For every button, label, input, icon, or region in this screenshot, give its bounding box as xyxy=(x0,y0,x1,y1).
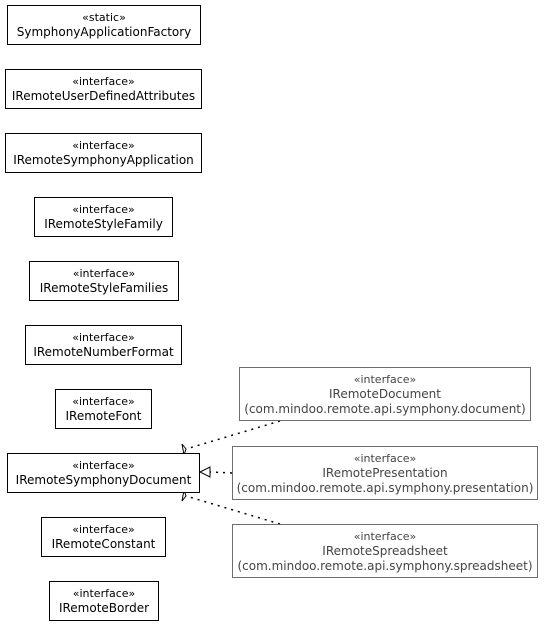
class-stereotype: «interface» xyxy=(72,139,135,152)
class-iremote-symphony-document[interactable]: «interface» IRemoteSymphonyDocument xyxy=(7,453,200,493)
edge-spreadsheet xyxy=(185,495,281,525)
class-iremote-symphony-application[interactable]: «interface» IRemoteSymphonyApplication xyxy=(5,133,202,173)
class-iremote-font[interactable]: «interface» IRemoteFont xyxy=(55,389,152,429)
class-name: SymphonyApplicationFactory xyxy=(16,25,192,39)
class-name: IRemoteFont xyxy=(65,409,142,423)
class-iremote-style-families[interactable]: «interface» IRemoteStyleFamilies xyxy=(29,261,179,301)
edge-presentation xyxy=(209,471,233,474)
class-name: IRemoteNumberFormat xyxy=(33,345,174,359)
class-name: IRemoteSymphonyDocument xyxy=(15,473,192,487)
arrowhead-document xyxy=(181,443,187,456)
class-stereotype: «interface» xyxy=(72,331,135,344)
class-package: (com.mindoo.remote.api.symphony.presenta… xyxy=(236,480,534,495)
class-name: IRemoteSpreadsheet xyxy=(322,543,448,558)
class-iremote-user-defined-attributes[interactable]: «interface» IRemoteUserDefinedAttributes xyxy=(5,69,202,109)
class-iremote-border[interactable]: «interface» IRemoteBorder xyxy=(49,581,159,621)
class-iremote-constant[interactable]: «interface» IRemoteConstant xyxy=(41,517,166,557)
class-stereotype: «interface» xyxy=(72,267,136,280)
class-package: (com.mindoo.remote.api.symphony.spreadsh… xyxy=(237,558,533,573)
arrowhead-presentation xyxy=(198,466,211,478)
class-stereotype: «interface» xyxy=(353,451,417,465)
class-package: (com.mindoo.remote.api.symphony.document… xyxy=(244,401,526,416)
class-name: IRemoteUserDefinedAttributes xyxy=(11,89,196,103)
edge-document xyxy=(185,420,281,450)
class-stereotype: «interface» xyxy=(72,587,136,600)
class-iremote-style-family[interactable]: «interface» IRemoteStyleFamily xyxy=(34,197,173,237)
class-stereotype: «interface» xyxy=(72,75,135,88)
class-stereotype: «interface» xyxy=(353,529,417,543)
class-name: IRemoteSymphonyApplication xyxy=(13,153,194,167)
class-stereotype: «interface» xyxy=(72,523,135,536)
class-name: IRemotePresentation xyxy=(322,465,448,480)
class-stereotype: «static» xyxy=(82,11,126,24)
class-iremote-number-format[interactable]: «interface» IRemoteNumberFormat xyxy=(25,325,182,365)
class-stereotype: «interface» xyxy=(72,395,135,408)
class-name: IRemoteBorder xyxy=(58,601,150,615)
class-name: IRemoteConstant xyxy=(51,537,156,551)
class-iremote-spreadsheet[interactable]: «interface» IRemoteSpreadsheet (com.mind… xyxy=(232,524,538,578)
class-iremote-presentation[interactable]: «interface» IRemotePresentation (com.min… xyxy=(232,446,538,500)
class-stereotype: «interface» xyxy=(72,203,135,216)
class-stereotype: «interface» xyxy=(72,459,135,472)
class-iremote-document[interactable]: «interface» IRemoteDocument (com.mindoo.… xyxy=(239,367,531,421)
class-name: IRemoteDocument xyxy=(328,386,441,401)
class-stereotype: «interface» xyxy=(353,372,417,386)
arrowhead-spreadsheet xyxy=(181,489,187,502)
class-name: IRemoteStyleFamily xyxy=(44,217,163,231)
class-name: IRemoteStyleFamilies xyxy=(39,281,169,295)
class-symphony-application-factory[interactable]: «static» SymphonyApplicationFactory xyxy=(7,5,201,45)
